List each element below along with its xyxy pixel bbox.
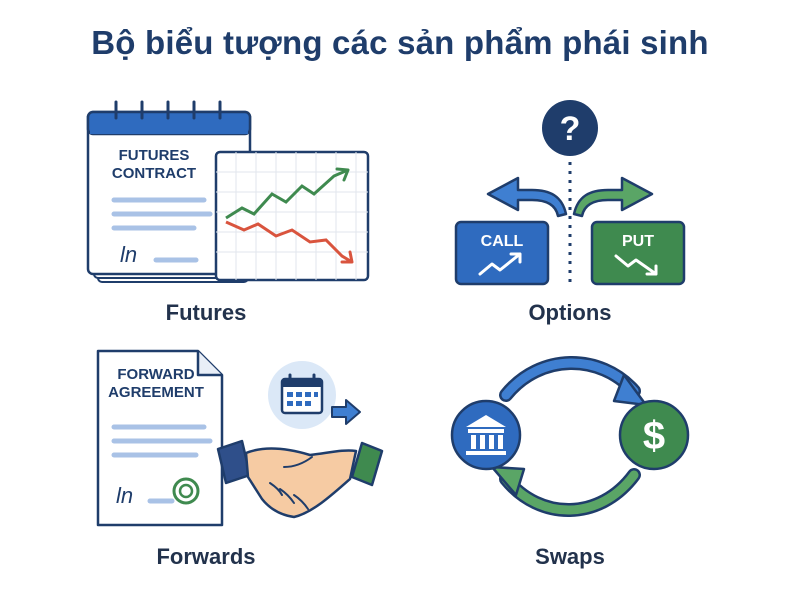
- call-label: CALL: [481, 233, 524, 250]
- futures-illustration: FUTURES CONTRACT ln: [86, 100, 370, 283]
- forwards-doc-title-line1: FORWARD: [117, 366, 194, 383]
- line-chart-icon: [214, 150, 370, 282]
- chart-up-arrowhead: [335, 167, 350, 182]
- chart-down-line: [225, 220, 353, 264]
- forwards-doc-text-lines: [111, 424, 213, 458]
- forwards-doc-title-line2: AGREEMENT: [108, 384, 204, 401]
- put-trend-down-icon: [614, 254, 658, 276]
- forwards-label: Forwards: [156, 544, 256, 569]
- swap-top-arrowhead: [612, 373, 648, 407]
- calendar-circle-icon: [268, 361, 336, 429]
- options-label: Options: [528, 300, 612, 325]
- options-right-arrow: [572, 176, 654, 218]
- swap-bottom-arrowhead: [490, 465, 526, 497]
- swaps-illustration: $: [450, 356, 690, 517]
- futures-label: Futures: [165, 300, 247, 325]
- handshake-icon: [216, 439, 384, 519]
- call-trend-up-icon: [478, 252, 522, 276]
- chart-up-line: [225, 168, 349, 220]
- options-left-arrow: [486, 176, 568, 218]
- seal-icon: [172, 477, 200, 505]
- dollar-icon: $: [618, 399, 690, 471]
- call-option-box: CALL: [454, 220, 550, 286]
- calendar-forward-arrow: [331, 399, 361, 425]
- futures-doc-title-line2: CONTRACT: [112, 165, 196, 182]
- forwards-signature: ln: [116, 483, 133, 508]
- question-icon: ?: [542, 100, 598, 156]
- futures-doc-text-lines: [111, 197, 213, 231]
- swaps-label: Swaps: [535, 544, 605, 569]
- options-illustration: ? CALL PUT: [454, 100, 686, 286]
- futures-doc-title-line1: FUTURES: [119, 147, 190, 164]
- calendar-icon: [86, 100, 252, 276]
- put-option-box: PUT: [590, 220, 686, 286]
- put-label: PUT: [622, 233, 654, 250]
- forwards-illustration: FORWARD AGREEMENT ln: [96, 349, 384, 527]
- chart-down-arrowhead: [340, 250, 354, 264]
- question-mark: ?: [560, 110, 581, 148]
- currency-symbol: $: [643, 414, 665, 458]
- futures-signature: ln: [120, 242, 137, 267]
- bank-icon: [450, 399, 522, 471]
- page-title: Bộ biểu tượng các sản phẩm phái sinh: [91, 24, 709, 61]
